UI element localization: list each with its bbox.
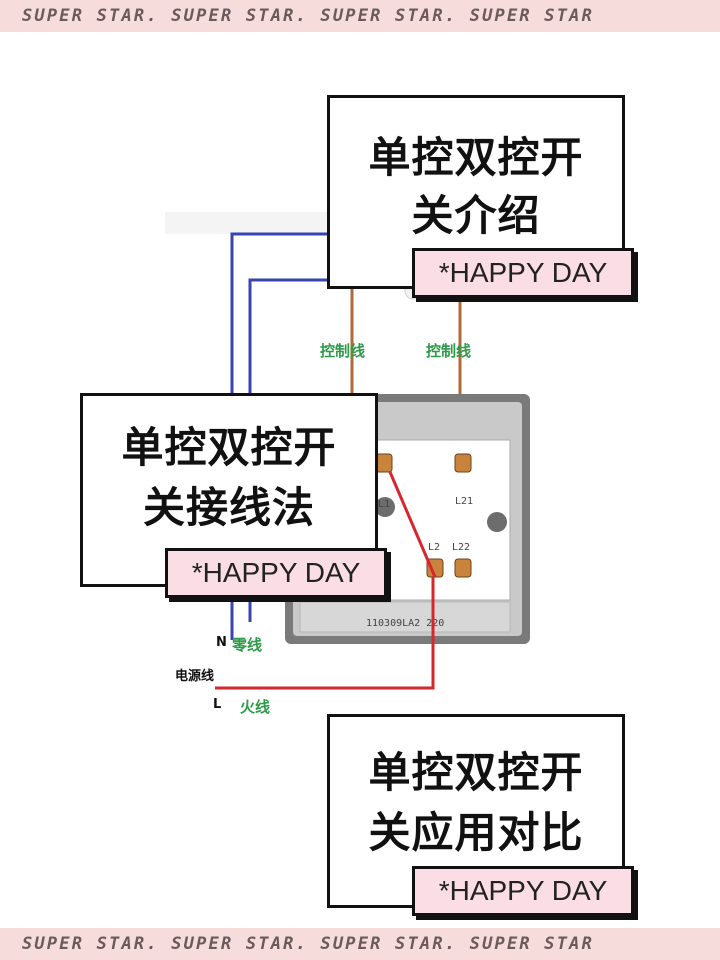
- switch-hole-right: [487, 512, 507, 532]
- card-compare-tag: *HAPPY DAY: [412, 866, 634, 916]
- terminal-l2-label: L2: [428, 542, 440, 553]
- neutral-wire-label: 零线: [231, 636, 262, 654]
- card-wiring-line2: 关接线法: [142, 483, 315, 532]
- top-banner-text: SUPER STAR. SUPER STAR. SUPER STAR. SUPE…: [22, 6, 595, 26]
- terminal-l1-screw: [375, 453, 393, 473]
- terminal-l21-screw: [454, 453, 472, 473]
- switch-model-code: 110309LA2 220: [366, 618, 444, 629]
- card-intro-line2: 关介绍: [411, 191, 541, 240]
- l-letter: L: [213, 697, 221, 712]
- red-wire-switch: [388, 471, 437, 578]
- power-line-label: 电源线: [175, 668, 214, 684]
- switch-base: [299, 601, 511, 633]
- n-letter: N: [216, 635, 227, 650]
- card-wiring-tag: *HAPPY DAY: [165, 548, 387, 598]
- card-wiring-line1: 单控双控开: [121, 423, 337, 472]
- card-intro-line1: 单控双控开: [368, 133, 584, 182]
- bottom-banner: SUPER STAR. SUPER STAR. SUPER STAR. SUPE…: [0, 928, 720, 960]
- top-rail: [165, 212, 345, 234]
- terminal-l21-label: L21: [455, 496, 473, 507]
- bottom-banner-text: SUPER STAR. SUPER STAR. SUPER STAR. SUPE…: [22, 934, 595, 954]
- card-compare-line2: 关应用对比: [368, 808, 584, 857]
- terminal-l1-label: L1: [378, 499, 390, 510]
- terminal-l22-screw: [454, 558, 472, 578]
- card-intro-tag: *HAPPY DAY: [412, 248, 634, 298]
- terminal-l22-label: L22: [452, 542, 470, 553]
- card-compare-line1: 单控双控开: [368, 748, 584, 797]
- control-wire-left-label: 控制线: [320, 342, 365, 360]
- switch-hole-left: [375, 497, 395, 517]
- control-wire-right-label: 控制线: [426, 342, 471, 360]
- red-wire-live: [215, 577, 435, 690]
- live-wire-label: 火线: [240, 698, 270, 716]
- top-banner: SUPER STAR. SUPER STAR. SUPER STAR. SUPE…: [0, 0, 720, 32]
